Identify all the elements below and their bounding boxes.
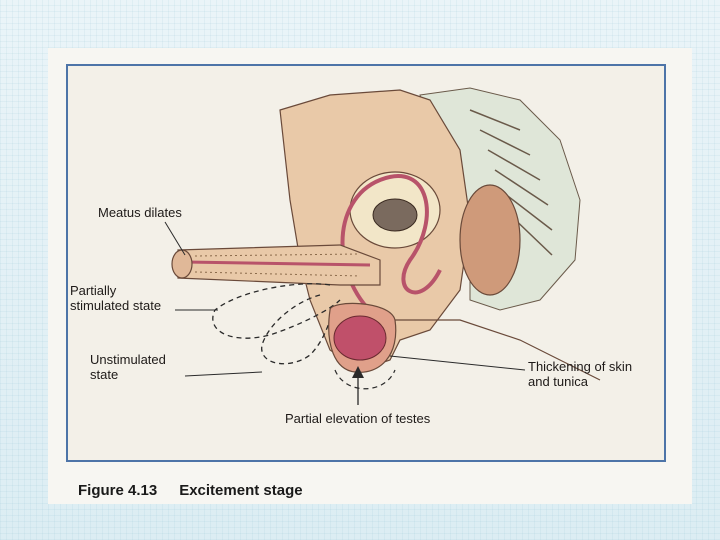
label-meatus-dilates: Meatus dilates [98, 205, 182, 220]
leader-unstim [184, 371, 263, 377]
figure-caption: Figure 4.13 Excitement stage [78, 482, 303, 499]
glans [171, 249, 193, 279]
label-unstimulated: Unstimulated state [90, 352, 166, 382]
leader-thickening [389, 355, 526, 371]
label-thickening: Thickening of skin and tunica [528, 359, 633, 389]
testis [333, 315, 387, 361]
leader-meatus [164, 221, 186, 256]
label-partial-elevation: Partial elevation of testes [285, 411, 431, 426]
scrotum-dashed-lower [334, 369, 396, 390]
unstim-state-outline [261, 294, 336, 365]
prostate [372, 198, 418, 232]
label-partially-stimulated: Partially stimulated state [70, 283, 162, 313]
partial-state-outline [212, 283, 341, 339]
rectum [459, 184, 521, 296]
figure-number: Figure 4.13 [78, 482, 158, 499]
spine-vertebrae [469, 109, 553, 256]
urethra-channel [184, 260, 371, 267]
arrow-elevation-head [352, 366, 364, 378]
abdominal-skin [395, 319, 601, 381]
figure-title: Excitement stage [179, 482, 303, 499]
